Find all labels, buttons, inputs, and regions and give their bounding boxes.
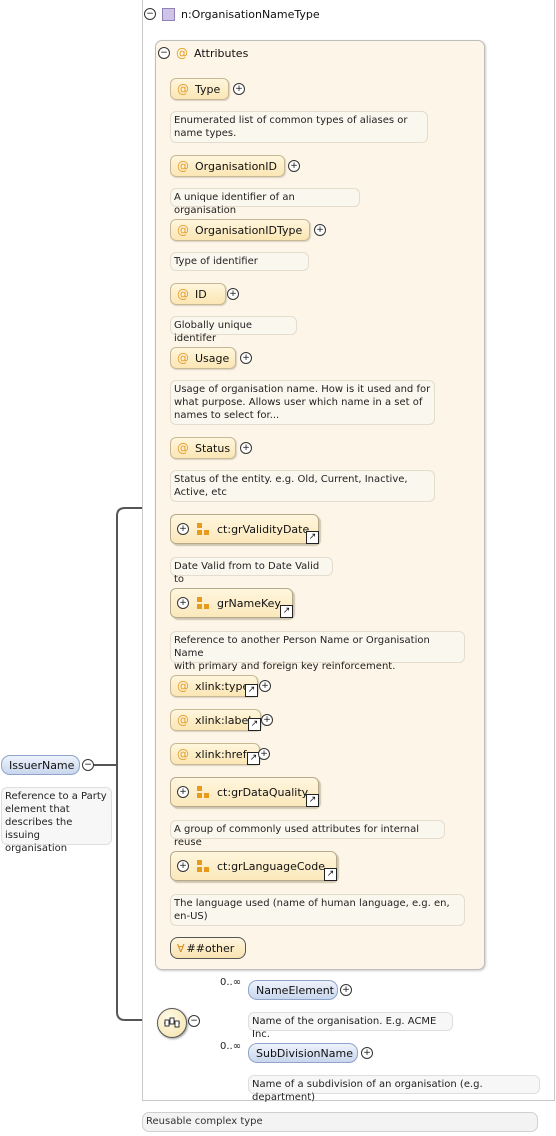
expand-icon[interactable]: +	[233, 83, 245, 95]
attribute-description: A unique identifier of an organisation	[170, 188, 360, 216]
attribute-name: OrganisationID	[195, 159, 277, 173]
reference-arrow-icon: ↗	[280, 605, 293, 618]
attribute-name: xlink:type	[195, 679, 250, 693]
element-subdivisionname[interactable]: SubDivisionName	[248, 1043, 358, 1063]
expand-icon[interactable]: +	[340, 984, 352, 996]
reference-arrow-icon: ↗	[324, 868, 337, 881]
expand-icon[interactable]: +	[288, 160, 300, 172]
attribute-usage[interactable]: @ Usage	[170, 347, 236, 369]
collapse-type-toggle-icon[interactable]: −	[144, 8, 156, 20]
sequence-compositor-icon[interactable]	[157, 1008, 187, 1038]
complex-type-icon	[162, 7, 175, 21]
attributes-title-label: Attributes	[194, 46, 249, 60]
expand-icon[interactable]: +	[361, 1047, 373, 1059]
attribute-name: ID	[195, 287, 207, 301]
attribute-group-description: Date Valid from to Date Valid to	[170, 557, 333, 585]
element-name: SubDivisionName	[256, 1046, 353, 1060]
expand-icon[interactable]: +	[227, 288, 239, 300]
attribute-organisationid[interactable]: @ OrganisationID	[170, 155, 285, 177]
at-icon: @	[177, 679, 189, 693]
attribute-group-ct-grlanguagecode[interactable]: + ct:grLanguageCode ↗	[170, 851, 337, 881]
collapse-sequence-toggle-icon[interactable]: −	[188, 1015, 200, 1027]
element-description: Name of a subdivision of an organisation…	[248, 1075, 540, 1103]
complex-type-footer-label: Reusable complex type	[146, 1116, 263, 1127]
attribute-group-ct-grvaliditydate[interactable]: + ct:grValidityDate ↗	[170, 514, 319, 544]
element-nameelement[interactable]: NameElement	[248, 980, 338, 1000]
expand-icon[interactable]: +	[258, 748, 270, 760]
expand-icon[interactable]: +	[177, 786, 189, 798]
occurrence-label: 0..∞	[220, 1041, 242, 1052]
attribute-description: Enumerated list of common types of alias…	[170, 111, 428, 143]
attributes-group-title: − @ Attributes	[158, 46, 248, 60]
any-attribute-icon: ∀	[177, 941, 185, 955]
attribute-description: Usage of organisation name. How is it us…	[170, 380, 435, 425]
element-issuername[interactable]: IssuerName	[1, 755, 80, 775]
occurrence-label: 0..∞	[220, 977, 242, 988]
attribute-group-description: Reference to another Person Name or Orga…	[170, 631, 465, 672]
attribute-group-name: ct:grDataQuality	[217, 785, 309, 799]
element-description: Name of the organisation. E.g. ACME Inc.	[248, 1012, 453, 1040]
any-attribute-label: ##other	[186, 941, 235, 955]
collapse-attributes-toggle-icon[interactable]: −	[158, 47, 170, 59]
expand-icon[interactable]: +	[177, 597, 189, 609]
attribute-group-description: A group of commonly used attributes for …	[170, 820, 445, 848]
complex-type-footer: Reusable complex type	[142, 1112, 538, 1132]
attribute-group-ct-grdataquality[interactable]: + ct:grDataQuality ↗	[170, 777, 319, 807]
any-attribute-other[interactable]: ∀ ##other	[170, 937, 246, 959]
attribute-group-description: The language used (name of human languag…	[170, 894, 465, 926]
attribute-name: xlink:label	[195, 713, 252, 727]
expand-icon[interactable]: +	[240, 352, 252, 364]
attribute-group-icon	[197, 597, 209, 609]
attribute-description: Status of the entity. e.g. Old, Current,…	[170, 470, 435, 502]
attribute-xlink-label[interactable]: @ xlink:label ↗	[170, 709, 261, 731]
attribute-name: OrganisationIDType	[195, 223, 303, 237]
expand-icon[interactable]: +	[259, 680, 271, 692]
attribute-description: Globally unique identifer	[170, 316, 297, 344]
attribute-group-name: grNameKey	[217, 596, 281, 610]
attribute-id[interactable]: @ ID	[170, 283, 226, 305]
reference-arrow-icon: ↗	[306, 531, 319, 544]
attribute-description: Type of identifier	[170, 252, 309, 271]
at-icon: @	[177, 82, 189, 96]
attribute-status[interactable]: @ Status	[170, 437, 236, 459]
collapse-element-toggle-icon[interactable]: −	[82, 759, 94, 771]
attribute-name: Type	[195, 82, 221, 96]
sequence-symbol-icon	[164, 1017, 180, 1028]
reference-arrow-icon: ↗	[306, 794, 319, 807]
attribute-group-icon	[197, 860, 209, 872]
attribute-xlink-type[interactable]: @ xlink:type ↗	[170, 675, 258, 697]
attribute-group-icon	[197, 786, 209, 798]
reference-arrow-icon: ↗	[245, 684, 258, 697]
at-icon: @	[177, 441, 189, 455]
complex-type-name: n:OrganisationNameType	[181, 7, 320, 21]
expand-icon[interactable]: +	[177, 523, 189, 535]
at-icon: @	[177, 351, 189, 365]
element-name: IssuerName	[9, 758, 75, 772]
attribute-group-grnamekey[interactable]: + grNameKey ↗	[170, 588, 293, 618]
attribute-group-name: ct:grLanguageCode	[217, 859, 326, 873]
expand-icon[interactable]: +	[240, 442, 252, 454]
expand-icon[interactable]: +	[314, 224, 326, 236]
attribute-name: xlink:href	[195, 747, 247, 761]
attribute-group-name: ct:grValidityDate	[217, 522, 310, 536]
at-icon: @	[176, 46, 188, 60]
expand-icon[interactable]: +	[261, 714, 273, 726]
at-icon: @	[177, 223, 189, 237]
attribute-type[interactable]: @ Type	[170, 78, 229, 100]
attribute-xlink-href[interactable]: @ xlink:href ↗	[170, 743, 260, 765]
attribute-organisationidtype[interactable]: @ OrganisationIDType	[170, 219, 310, 241]
reference-arrow-icon: ↗	[248, 718, 261, 731]
attribute-group-icon	[197, 523, 209, 535]
at-icon: @	[177, 287, 189, 301]
at-icon: @	[177, 159, 189, 173]
attribute-name: Status	[195, 441, 231, 455]
at-icon: @	[177, 713, 189, 727]
at-icon: @	[177, 747, 189, 761]
attribute-name: Usage	[195, 351, 230, 365]
complex-type-header: − n:OrganisationNameType	[144, 4, 320, 24]
expand-icon[interactable]: +	[177, 860, 189, 872]
element-name: NameElement	[256, 983, 334, 997]
